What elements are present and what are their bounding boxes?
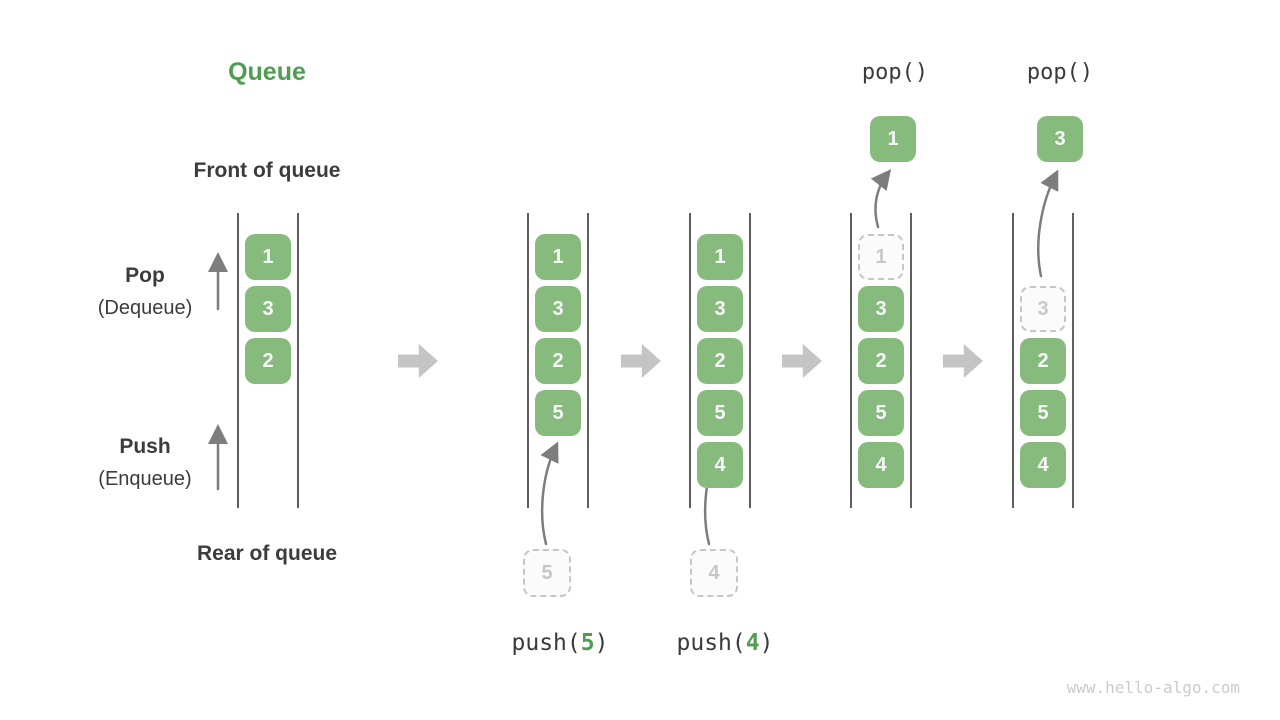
front-of-queue-label: Front of queue <box>193 159 341 182</box>
queue-element: 4 <box>697 442 743 488</box>
diagram-title: Queue <box>228 58 306 86</box>
pop-label: Pop <box>125 264 165 287</box>
push-fn-text: push( <box>676 630 746 656</box>
queue-element: 2 <box>1020 338 1066 384</box>
transition-arrow-icon <box>398 344 438 378</box>
queue-element: 2 <box>697 338 743 384</box>
push-enqueue-label: Push (Enqueue) <box>45 431 245 495</box>
push-close-text: ) <box>759 630 774 656</box>
push-fn-text: push( <box>511 630 581 656</box>
pop-dequeue-label: Pop (Dequeue) <box>45 260 245 324</box>
rear-of-queue-label: Rear of queue <box>196 542 338 565</box>
queue-element: 1 <box>535 234 581 280</box>
queue-element: 2 <box>245 338 291 384</box>
pop-operation-label: pop() <box>1026 60 1094 85</box>
queue-element: 1 <box>697 234 743 280</box>
queue-state-after-pop-1: 1 3 2 5 4 <box>850 213 912 508</box>
queue-element: 5 <box>858 390 904 436</box>
queue-element: 3 <box>245 286 291 332</box>
queue-state-after-pop-3: 3 2 5 4 <box>1012 213 1074 508</box>
push-arg-text: 4 <box>745 630 760 656</box>
incoming-element-4: 4 <box>690 549 738 597</box>
push-label: Push <box>119 435 171 458</box>
queue-state-initial: 1 3 2 <box>237 213 299 508</box>
pop-operation-label: pop() <box>861 60 929 85</box>
transition-arrow-icon <box>943 344 983 378</box>
transition-arrow-icon <box>782 344 822 378</box>
watermark: www.hello-algo.com <box>1066 678 1240 697</box>
queue-element: 3 <box>858 286 904 332</box>
queue-element: 2 <box>858 338 904 384</box>
removed-element-slot: 3 <box>1020 286 1066 332</box>
push-close-text: ) <box>594 630 609 656</box>
queue-element: 4 <box>858 442 904 488</box>
queue-element: 5 <box>697 390 743 436</box>
queue-element: 4 <box>1020 442 1066 488</box>
removed-element-slot: 1 <box>858 234 904 280</box>
incoming-element-5: 5 <box>523 549 571 597</box>
push-arg-text: 5 <box>580 630 595 656</box>
queue-element: 5 <box>1020 390 1066 436</box>
queue-element: 5 <box>535 390 581 436</box>
queue-element: 3 <box>535 286 581 332</box>
queue-element: 1 <box>245 234 291 280</box>
enqueue-label: (Enqueue) <box>98 467 192 490</box>
popped-element-3: 3 <box>1037 116 1083 162</box>
transition-arrow-icon <box>621 344 661 378</box>
dequeue-label: (Dequeue) <box>97 296 193 319</box>
queue-state-after-push-5: 1 3 2 5 <box>527 213 589 508</box>
queue-element: 2 <box>535 338 581 384</box>
push-4-operation-label: push(4) <box>635 630 815 656</box>
queue-state-after-push-4: 1 3 2 5 4 <box>689 213 751 508</box>
queue-element: 3 <box>697 286 743 332</box>
push-5-operation-label: push(5) <box>470 630 650 656</box>
popped-element-1: 1 <box>870 116 916 162</box>
